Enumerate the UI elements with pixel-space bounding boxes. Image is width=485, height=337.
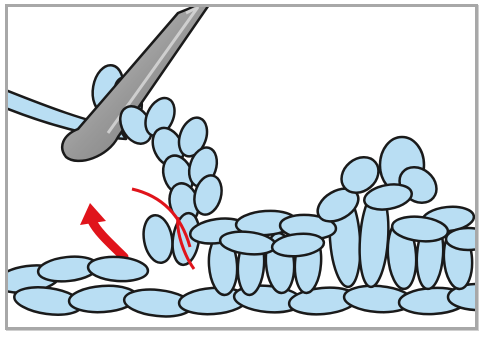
crochet-diagram xyxy=(8,7,475,327)
illustration-frame xyxy=(5,4,478,330)
